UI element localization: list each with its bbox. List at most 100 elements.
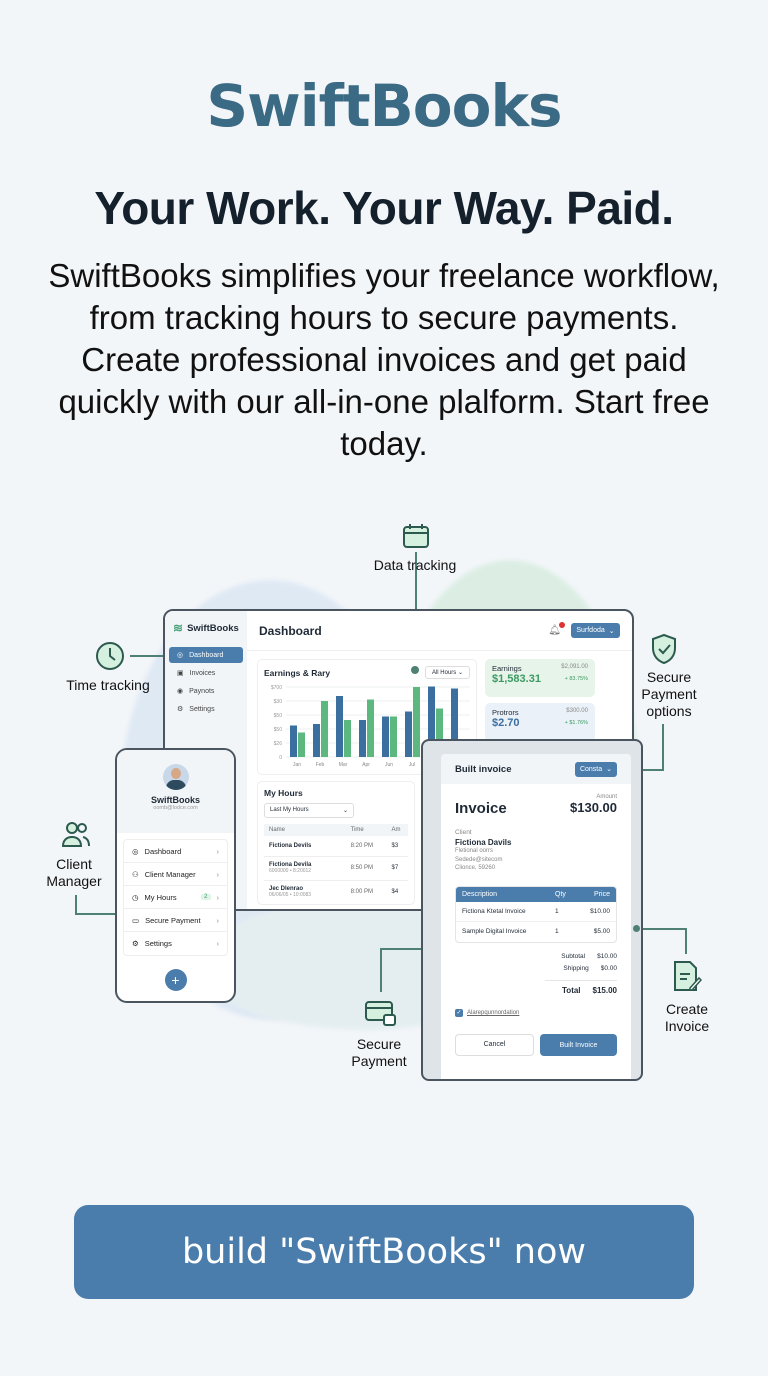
- row-amount: $7: [391, 865, 399, 871]
- invoice-window: Built invoice Consta⌄ Invoice Amount$130…: [421, 739, 643, 1081]
- stat-sub: $300.00: [566, 708, 588, 714]
- row-sub: 6000000 • 8:20012: [269, 868, 312, 874]
- column-header: Time: [350, 827, 364, 833]
- account-dropdown[interactable]: Surfdoda⌄: [571, 623, 620, 638]
- y-tick-label: $50: [274, 727, 283, 733]
- my-hours-title: My Hours: [264, 788, 303, 798]
- consta-dropdown[interactable]: Consta⌄: [575, 761, 617, 777]
- stat-change: + $1.76%: [564, 720, 588, 726]
- bell-icon[interactable]: 🔔︎: [548, 622, 565, 636]
- x-tick-label: Mar: [339, 762, 348, 768]
- row-amount: $4: [391, 889, 399, 896]
- total-label: Total: [562, 985, 581, 995]
- bar: [344, 720, 351, 757]
- shipping-label: Shipping: [563, 965, 589, 972]
- stat-card-earnings: Earnings$2,091.00 $1,583.31+ 83.75%: [485, 659, 595, 697]
- shipping-value: $0.00: [600, 965, 617, 972]
- clock-icon: ◷: [132, 892, 139, 902]
- column-header: Price: [594, 890, 610, 898]
- chevron-down-icon: ⌄: [342, 808, 348, 814]
- connector-line: [380, 948, 382, 992]
- chevron-right-icon: ›: [216, 892, 220, 902]
- users-icon: ⚇: [132, 869, 139, 879]
- chart-filter-dropdown[interactable]: All Hours ⌄: [424, 666, 470, 679]
- column-header: Description: [462, 890, 498, 898]
- mobile-app: SwiftBooks oomb@lodce.com ◎Dashboard› ⚇C…: [115, 748, 236, 1003]
- amount-label: Amount: [596, 794, 617, 800]
- calendar-icon: [403, 524, 429, 548]
- hours-filter-label: Last My Hours: [270, 807, 309, 813]
- chevron-right-icon: ›: [216, 846, 220, 856]
- build-invoice-button[interactable]: Built Invoice: [540, 1034, 617, 1056]
- total-value: $15.00: [592, 985, 617, 995]
- bar: [313, 724, 320, 757]
- description: SwiftBooks simplifies your freelance wor…: [48, 257, 720, 462]
- chart-title: Earnings & Rary: [264, 667, 331, 678]
- row-time: 8:20 PM: [350, 842, 373, 849]
- client-label: Client: [455, 829, 472, 836]
- menu-item-secure-payment[interactable]: ▭Secure Payment›: [124, 909, 227, 932]
- bar: [321, 701, 328, 757]
- chevron-down-icon: ⌄: [606, 766, 613, 773]
- users-icon: [61, 822, 90, 847]
- x-tick-label: Jul: [409, 762, 415, 768]
- profile-email: oomb@lodce.com: [153, 805, 198, 811]
- menu-label: Secure Payment: [145, 915, 201, 925]
- sidebar-item-payments[interactable]: ◉Paynots: [169, 683, 243, 699]
- dashboard-icon: ◎: [177, 652, 184, 659]
- menu-item-settings[interactable]: ⚙Settings›: [124, 932, 227, 955]
- x-tick-label: Jun: [385, 762, 393, 768]
- menu-item-client-manager[interactable]: ⚇Client Manager›: [124, 863, 227, 886]
- gear-icon: ⚙: [132, 939, 139, 948]
- dashboard-logo: ≋SwiftBooks: [173, 621, 239, 635]
- earnings-chart-card: Earnings & Rary All Hours ⌄ $700$30$50$5…: [257, 659, 477, 775]
- subtotal-value: $10.00: [597, 952, 617, 960]
- bar: [367, 699, 374, 757]
- invoice-header-title: Built invoice: [455, 763, 512, 775]
- sidebar-item-dashboard[interactable]: ◎Dashboard: [169, 647, 243, 663]
- menu-item-dashboard[interactable]: ◎Dashboard›: [124, 840, 227, 863]
- page-title: Dashboard: [259, 623, 322, 638]
- menu-label: My Hours: [144, 892, 177, 902]
- stat-label: Earnings: [492, 664, 522, 673]
- bar: [405, 711, 412, 757]
- row-amount: $3: [391, 842, 399, 849]
- column-header: Name: [269, 827, 286, 833]
- x-tick-label: Apr: [362, 762, 370, 768]
- callout-create-invoice: Create Invoice: [664, 1001, 710, 1034]
- card-lock-icon: [365, 1001, 396, 1026]
- hours-filter-dropdown[interactable]: Last My Hours ⌄: [264, 803, 354, 818]
- bar: [436, 708, 443, 757]
- dropdown-label: Consta: [579, 765, 603, 773]
- bar: [382, 716, 389, 757]
- row-sub: 06/06/05 • 10:0083: [269, 892, 312, 899]
- row-time: 8:00 PM: [350, 889, 373, 896]
- agreement-checkbox[interactable]: ✓Alarepqunnordation: [455, 1009, 617, 1017]
- add-button[interactable]: +: [164, 969, 187, 991]
- item-qty: 1: [555, 907, 559, 915]
- cta-button[interactable]: build "SwiftBooks" now: [74, 1205, 694, 1299]
- y-tick-label: $30: [274, 699, 283, 705]
- connector-line: [636, 928, 686, 930]
- checkbox-checked-icon[interactable]: ✓: [455, 1009, 463, 1017]
- item-price: $10.00: [590, 907, 610, 915]
- dashboard-icon: ◎: [132, 846, 139, 856]
- sidebar-item-invoices[interactable]: ▣Invoices: [169, 665, 243, 681]
- cancel-button[interactable]: Cancel: [455, 1034, 534, 1056]
- stat-label: Protrors: [492, 708, 519, 717]
- x-tick-label: Feb: [316, 762, 325, 768]
- x-tick-label: Jan: [293, 762, 301, 768]
- chart-filter-label: All Hours: [431, 670, 457, 676]
- sidebar-item-settings[interactable]: ⚙Settings: [169, 701, 243, 717]
- invoice-title: Invoice: [455, 800, 507, 817]
- menu-label: Client Manager: [144, 869, 196, 879]
